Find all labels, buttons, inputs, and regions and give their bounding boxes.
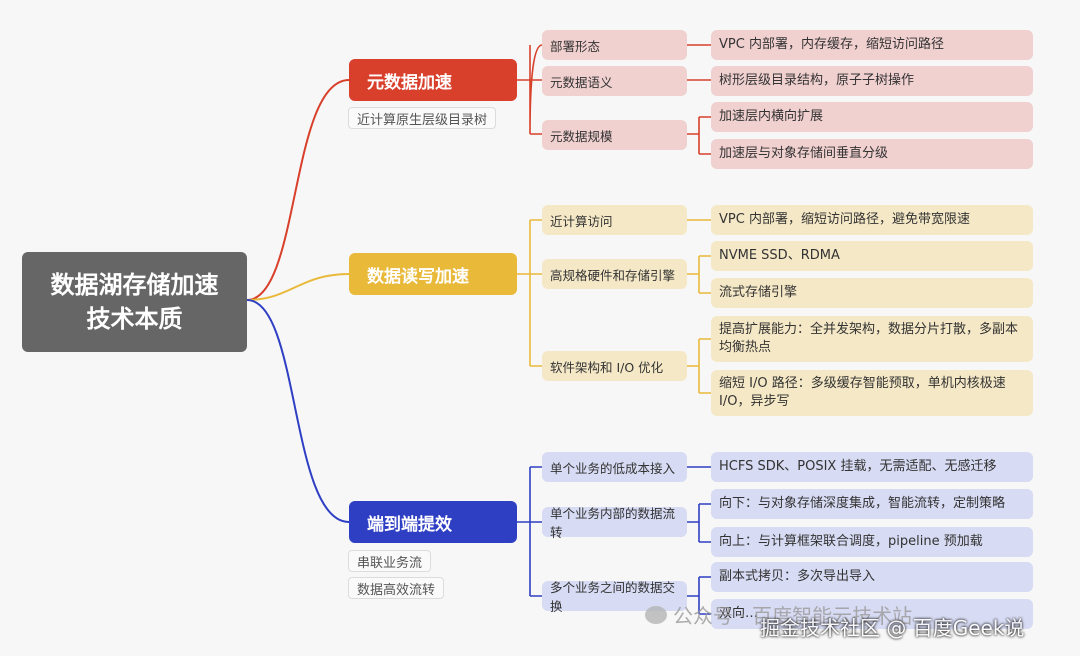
node-metadata-semantics: 元数据语义 <box>542 66 687 96</box>
leaf-downward-integration: 向下：与对象存储深度集成，智能流转，定制策略 <box>711 489 1033 519</box>
node-deployment-form: 部署形态 <box>542 30 687 60</box>
node-metadata-scale: 元数据规模 <box>542 120 687 150</box>
leaf-stream-engine: 流式存储引擎 <box>711 278 1033 308</box>
node-single-low-cost-access: 单个业务的低成本接入 <box>542 452 687 482</box>
branch-data-rw-acceleration: 数据读写加速 <box>349 253 517 295</box>
watermark-juejin: 掘金技术社区 @ 百度Geek说 <box>760 616 1025 640</box>
leaf-hcfs-posix: HCFS SDK、POSIX 挂载，无需适配、无感迁移 <box>711 452 1033 482</box>
watermark-official-account: 公众号 · 百度智能云技术站 <box>645 600 912 629</box>
edge-root-e2e <box>246 299 350 523</box>
edge-root-rw <box>246 273 350 301</box>
node-single-internal-flow: 单个业务内部的数据流转 <box>542 506 687 540</box>
node-near-compute-access: 近计算访问 <box>542 205 687 235</box>
wechat-icon <box>645 605 667 624</box>
branch-e2e-tag-1: 串联业务流 <box>348 550 432 572</box>
leaf-shorter-io-path: 缩短 I/O 路径：多级缓存智能预取，单机内核极速 I/O，异步写 <box>711 370 1033 416</box>
leaf-vertical-tiering: 加速层与对象存储间垂直分级 <box>711 139 1033 169</box>
leaf-nvme-rdma: NVME SSD、RDMA <box>711 241 1033 271</box>
leaf-tree-directory: 树形层级目录结构，原子子树操作 <box>711 66 1033 96</box>
leaf-upward-scheduling: 向上：与计算框架联合调度，pipeline 预加载 <box>711 527 1033 557</box>
leaf-scalability: 提高扩展能力：全并发架构，数据分片打散，多副本均衡热点 <box>711 316 1033 362</box>
node-multi-business-exchange: 多个业务之间的数据交换 <box>542 580 687 614</box>
branch-metadata-tag: 近计算原生层级目录树 <box>348 107 497 129</box>
watermark-text-1: 公众号 · 百度智能云技术站 <box>673 604 913 628</box>
leaf-horizontal-scale: 加速层内横向扩展 <box>711 102 1033 132</box>
leaf-deployment-vpc: VPC 内部署，内存缓存，缩短访问路径 <box>711 30 1033 60</box>
leaf-vpc-bandwidth: VPC 内部署，缩短访问路径，避免带宽限速 <box>711 205 1033 235</box>
branch-metadata-acceleration: 元数据加速 <box>349 59 517 101</box>
node-software-io-optimization: 软件架构和 I/O 优化 <box>542 351 687 381</box>
root-topic: 数据湖存储加速 技术本质 <box>22 252 247 352</box>
node-high-spec-hardware: 高规格硬件和存储引擎 <box>542 259 687 289</box>
leaf-bidirectional: 双向… <box>711 599 1033 629</box>
root-title-line1: 数据湖存储加速 <box>50 271 219 299</box>
branch-e2e-tag-2: 数据高效流转 <box>348 577 445 599</box>
root-title-line2: 技术本质 <box>86 305 183 333</box>
branch-end-to-end: 端到端提效 <box>349 501 517 543</box>
leaf-copy-export-import: 副本式拷贝：多次导出导入 <box>711 562 1033 592</box>
edge-root-metadata <box>246 79 350 301</box>
